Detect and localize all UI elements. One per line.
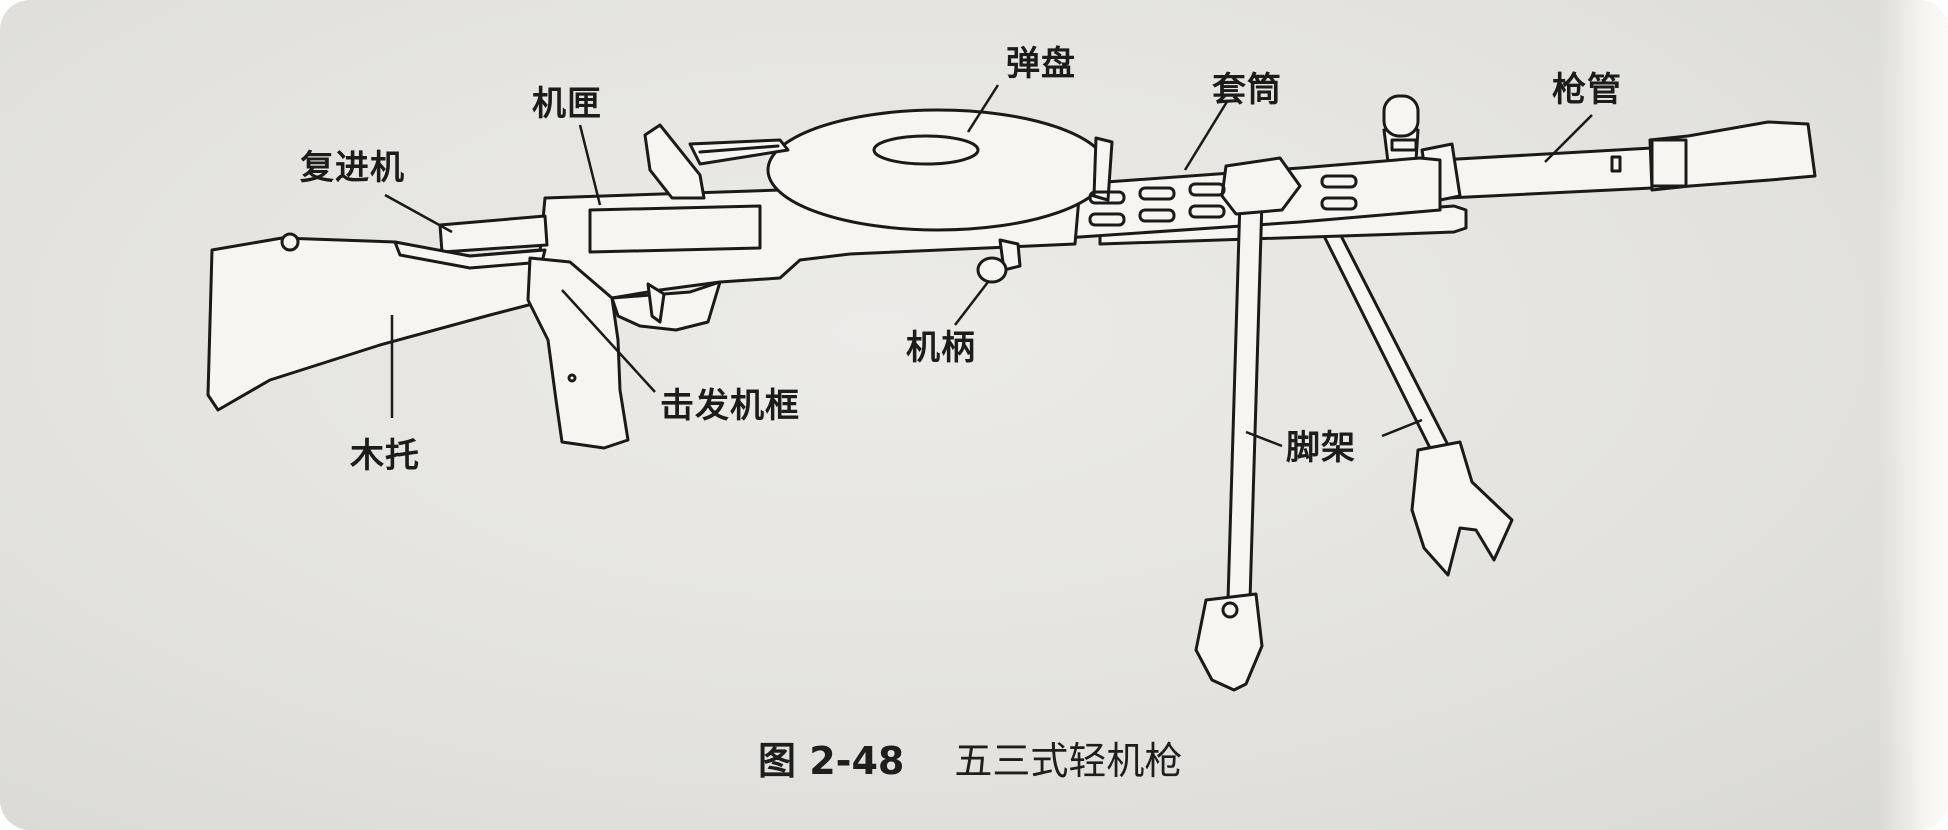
leader-lines (384, 84, 1593, 448)
bipod-foot-rear (1410, 440, 1514, 577)
ejection-port (588, 204, 762, 254)
label-bipod: 脚架 (1286, 428, 1356, 468)
bipod-leg-rear (1314, 218, 1450, 454)
label-barrel: 枪管 (1552, 70, 1622, 110)
trigger-guard-shape (610, 280, 722, 332)
drum-magazine-center (872, 134, 980, 166)
rear-sight-shape (643, 123, 706, 200)
barrel-slot (1610, 155, 1622, 173)
flash-hider-shape (1648, 120, 1817, 192)
front-sight-base (1390, 138, 1418, 152)
label-magazine: 弹盘 (1006, 44, 1076, 84)
sleeve-slots (1088, 174, 1358, 227)
magazine-latch (1092, 136, 1114, 202)
bipod-foot-front (1194, 592, 1264, 692)
bipod-foot-hinge (1221, 601, 1239, 619)
drum-magazine-shape (766, 108, 1110, 232)
label-sleeve: 套筒 (1212, 70, 1282, 110)
figure-caption: 图 2-48 五三式轻机枪 (758, 730, 1182, 785)
stock-screw (280, 232, 300, 252)
grip-screw (567, 373, 577, 383)
label-buttstock: 木托 (350, 436, 420, 476)
barrel-shape (1438, 146, 1654, 200)
rear-sight-spring (698, 144, 780, 154)
label-trigger-frame: 击发机框 (660, 386, 800, 426)
label-receiver: 机匣 (532, 84, 602, 124)
bipod-mount (1220, 156, 1302, 216)
recoil-tube-shape (438, 214, 549, 254)
figure-title: 五三式轻机枪 (954, 739, 1183, 783)
trigger-shape (646, 282, 666, 324)
front-sight-ring (1382, 94, 1420, 138)
figure-number: 图 2-48 (758, 739, 905, 783)
barrel-collar (1650, 138, 1688, 188)
cocking-handle-shape (998, 238, 1022, 272)
label-recoil-mechanism: 复进机 (300, 148, 405, 188)
bipod-leg-front (1226, 198, 1264, 602)
label-cocking-handle: 机柄 (906, 328, 976, 368)
cocking-handle-knob (976, 256, 1008, 284)
trigger-frame-shape (526, 256, 630, 450)
